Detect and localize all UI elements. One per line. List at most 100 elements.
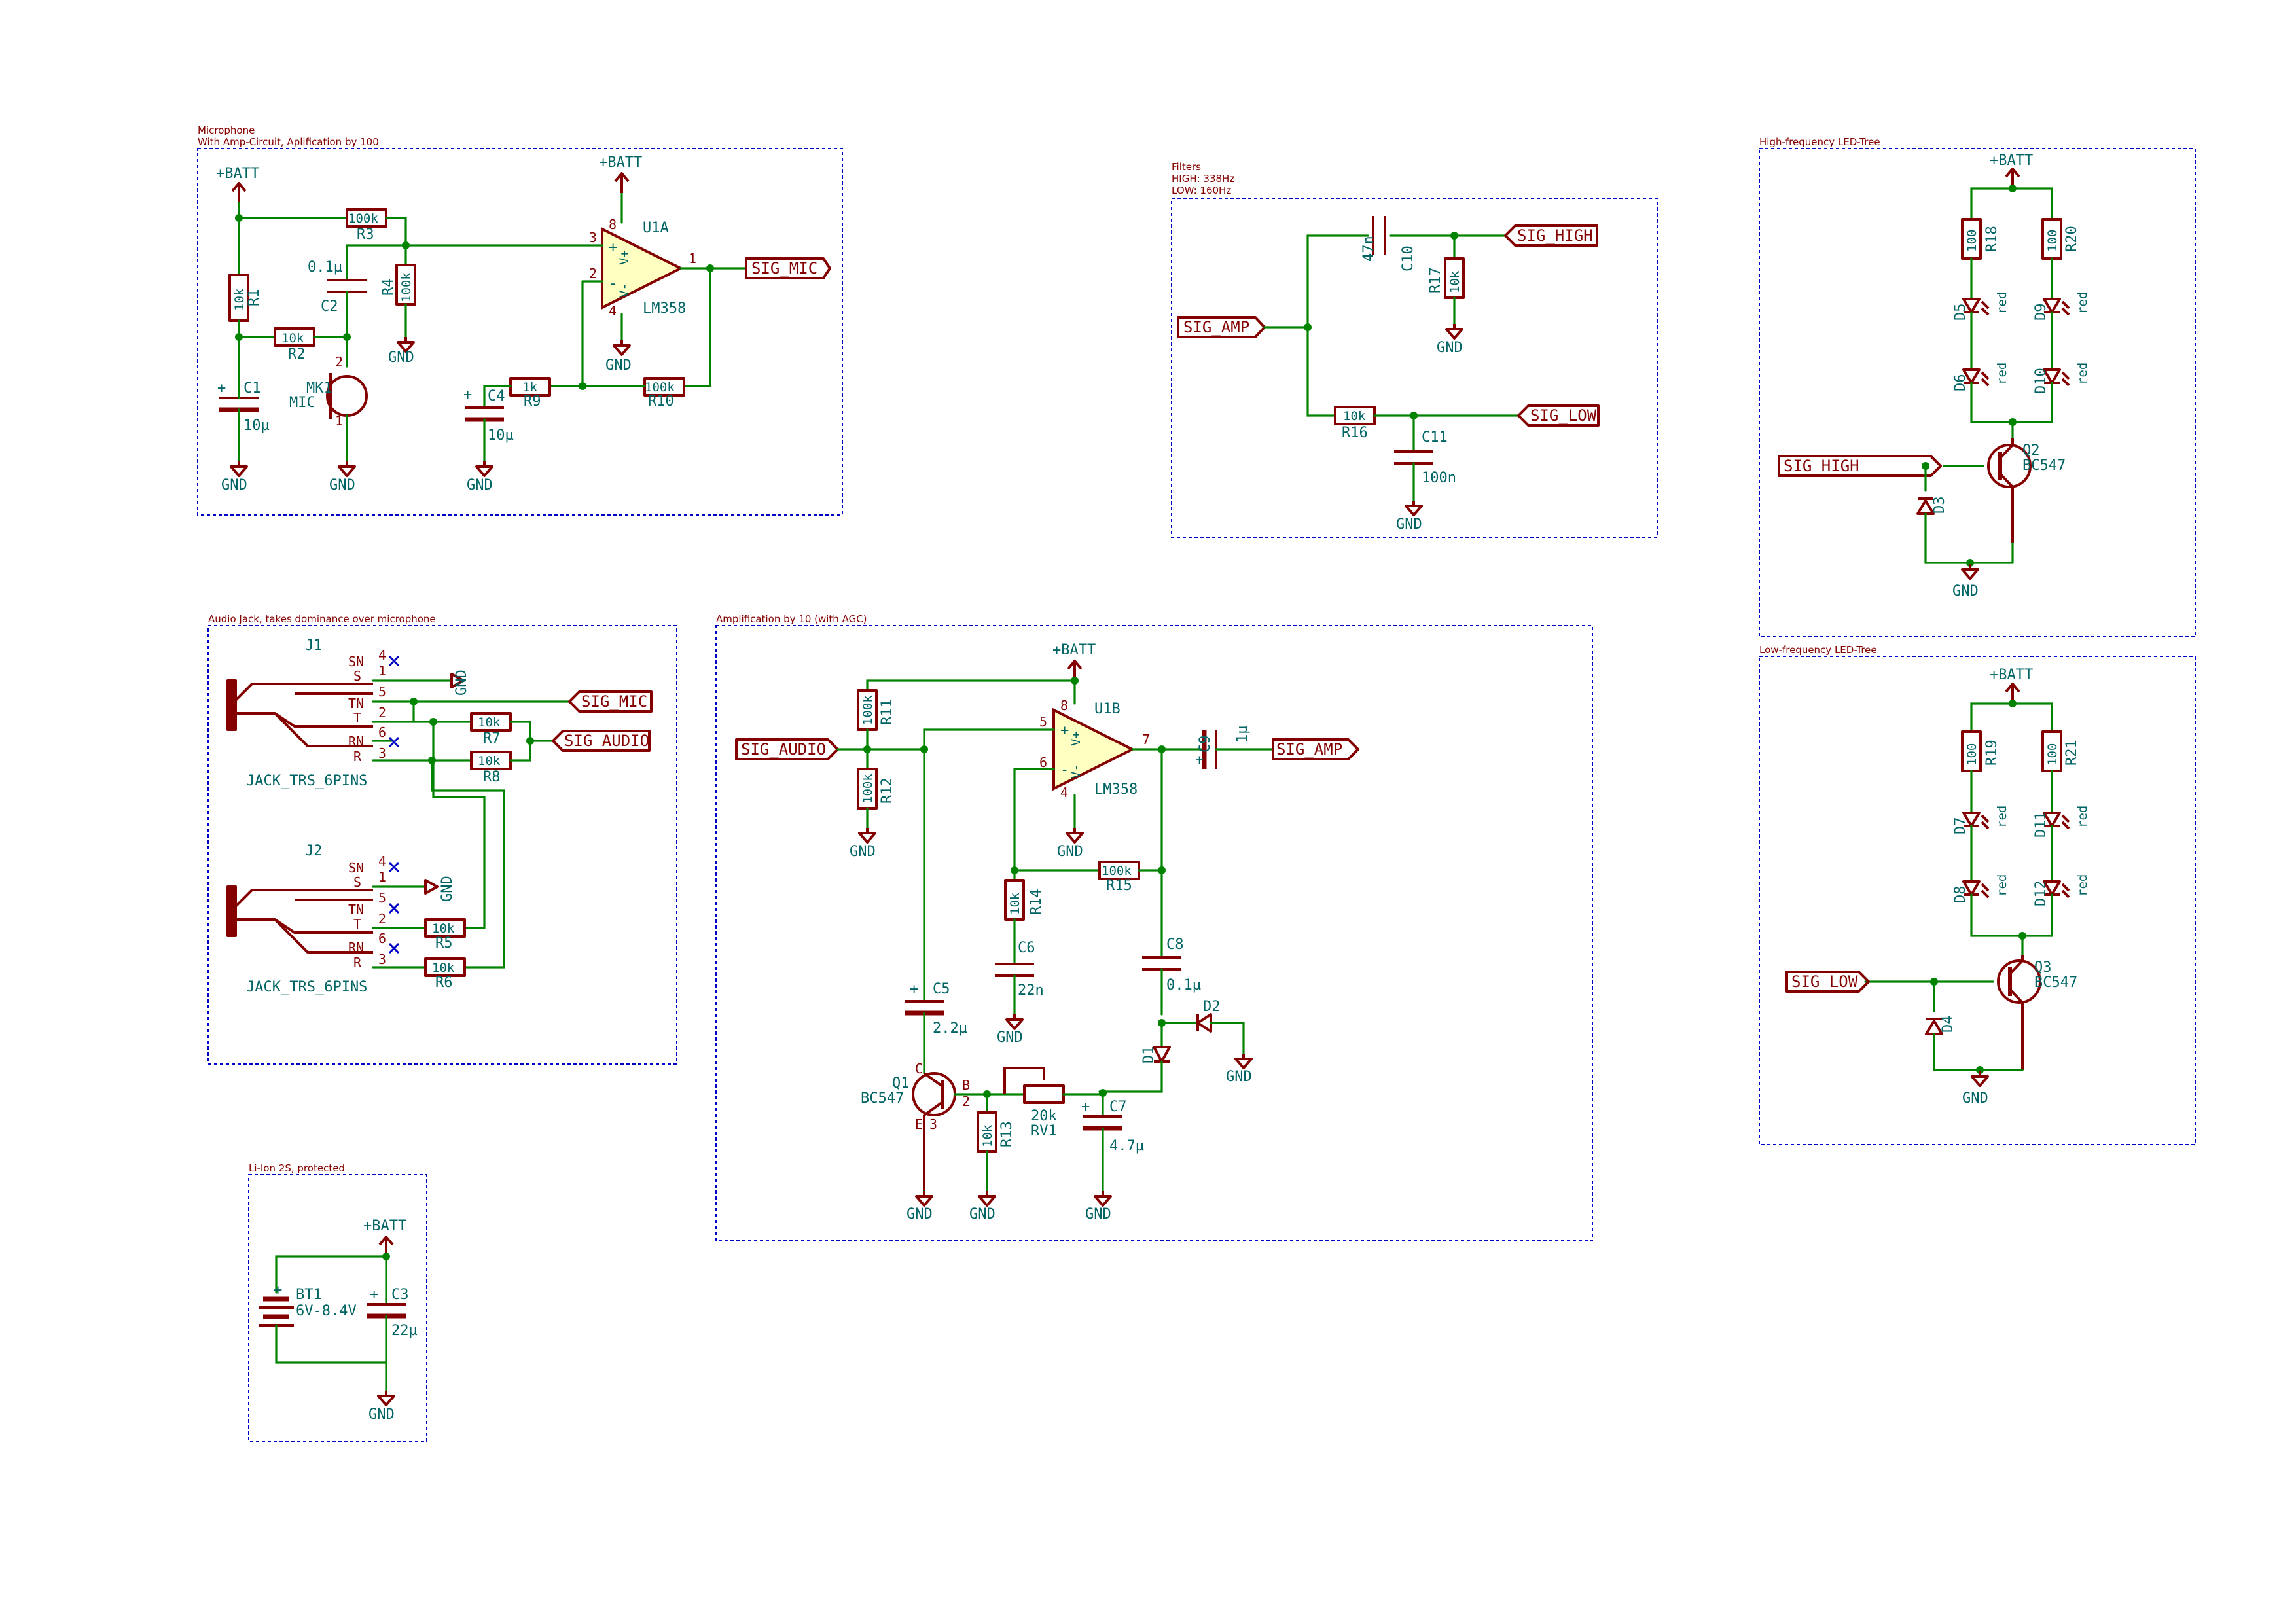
- svg-text:GND: GND: [439, 876, 456, 902]
- battery-BT1: [259, 1296, 294, 1327]
- svg-text:1: 1: [689, 251, 696, 266]
- svg-text:2: 2: [589, 266, 597, 281]
- ref-R20: R20: [2064, 226, 2080, 252]
- svg-text:D11: D11: [2033, 812, 2049, 838]
- svg-text:6: 6: [1039, 755, 1047, 770]
- jack-J2: [226, 885, 237, 937]
- svg-text:5: 5: [1039, 714, 1047, 730]
- filters-section: SIG_AMP 47n C10 SIG_HIGH 10k R17 GND 10k…: [1177, 216, 1600, 533]
- value-U1A: LM358: [643, 300, 686, 317]
- svg-text:10k: 10k: [432, 921, 455, 936]
- svg-text:GND: GND: [454, 669, 470, 696]
- ref-R18: R18: [1984, 226, 2000, 252]
- ref-C11: C11: [1422, 429, 1448, 446]
- svg-text:10k: 10k: [1448, 270, 1462, 293]
- value-C2: 0.1µ: [308, 259, 342, 276]
- svg-text:3: 3: [378, 745, 386, 761]
- svg-text:SN: SN: [348, 860, 364, 876]
- svg-text:4: 4: [378, 853, 386, 869]
- ref-Q3: Q3: [2034, 959, 2052, 976]
- svg-text:S: S: [353, 668, 361, 684]
- ref-C9: C9: [1197, 736, 1213, 753]
- svg-text:6: 6: [378, 931, 386, 946]
- svg-text:red: red: [1995, 363, 2009, 385]
- svg-text:RN: RN: [348, 734, 364, 749]
- svg-text:D5: D5: [1952, 304, 1969, 321]
- svg-text:SIG_AUDIO: SIG_AUDIO: [741, 740, 826, 758]
- ref-Q2: Q2: [2022, 442, 2040, 459]
- svg-text:+: +: [463, 387, 472, 403]
- svg-text:+BATT: +BATT: [599, 154, 642, 171]
- ref-J2: J2: [305, 843, 323, 859]
- svg-text:+BATT: +BATT: [1990, 152, 2033, 169]
- value-C10: 47n: [1361, 236, 1377, 262]
- ref-C7: C7: [1109, 1099, 1127, 1115]
- global-label-sig-high-in: [1778, 455, 1942, 477]
- svg-text:D6: D6: [1952, 374, 1969, 392]
- svg-text:8: 8: [609, 217, 617, 232]
- ref-R14: R14: [1028, 889, 1045, 915]
- svg-text:100k: 100k: [861, 774, 875, 804]
- svg-text:D9: D9: [2033, 304, 2049, 321]
- svg-text:+: +: [910, 981, 918, 997]
- svg-text:R: R: [353, 749, 362, 764]
- ref-C8: C8: [1166, 936, 1184, 953]
- svg-text:SIG_HIGH: SIG_HIGH: [1517, 226, 1593, 245]
- subtitle-mic: With Amp-Circuit, Aplification by 100: [198, 136, 379, 148]
- global-label-sig-low-out: [1517, 404, 1600, 427]
- svg-text:4: 4: [609, 303, 617, 319]
- svg-text:8: 8: [1060, 698, 1068, 713]
- svg-text:10k: 10k: [281, 331, 304, 346]
- subtitle-filters-low: LOW: 160Hz: [1172, 185, 1231, 196]
- ref-D1: D1: [1141, 1046, 1157, 1064]
- ref-C4: C4: [488, 388, 505, 404]
- global-label-sig-low-in: [1785, 971, 1870, 993]
- ref-R15: R15: [1106, 878, 1132, 894]
- value-C3: 22µ: [391, 1323, 418, 1339]
- svg-text:B: B: [962, 1077, 970, 1093]
- global-label-sig-audio-in: [735, 738, 839, 760]
- ref-J1: J1: [305, 637, 323, 654]
- svg-text:T: T: [353, 710, 361, 726]
- svg-text:GND: GND: [1437, 340, 1463, 356]
- value-C4: 10µ: [488, 427, 514, 444]
- svg-text:SIG_AMP: SIG_AMP: [1183, 318, 1249, 336]
- value-C1: 10µ: [243, 418, 270, 434]
- svg-text:red: red: [1995, 292, 2009, 314]
- value-C7: 4.7µ: [1109, 1138, 1144, 1154]
- svg-text:V-: V-: [1069, 764, 1083, 779]
- amp10-section: +BATT 100k R11 SIG_AUDIO 100k R12 GND 5 …: [735, 642, 1359, 1222]
- svg-text:5: 5: [378, 684, 386, 700]
- svg-text:100: 100: [1965, 230, 1979, 252]
- svg-text:BC547: BC547: [2034, 974, 2077, 991]
- svg-text:SIG_MIC: SIG_MIC: [751, 259, 817, 277]
- ref-R6: R6: [435, 974, 453, 991]
- svg-text:6: 6: [378, 724, 386, 740]
- J2-pin-numbers: 4 1 5 2 6 3: [378, 853, 386, 967]
- ref-C1: C1: [243, 380, 261, 397]
- microphone-MK1: [326, 375, 368, 417]
- svg-text:D10: D10: [2033, 368, 2049, 394]
- svg-text:1: 1: [335, 413, 343, 429]
- svg-text:10k: 10k: [432, 961, 455, 975]
- svg-text:5: 5: [378, 890, 386, 906]
- svg-text:+: +: [370, 1287, 378, 1303]
- svg-text:GND: GND: [329, 477, 355, 493]
- ref-D4: D4: [1940, 1016, 1956, 1033]
- global-label-sig-amp-in: [1177, 316, 1266, 338]
- svg-text:+: +: [1060, 722, 1069, 739]
- global-label-sig-mic-jack: [568, 690, 653, 713]
- value-BT1: 6V-8.4V: [296, 1303, 357, 1319]
- ref-R17: R17: [1427, 267, 1444, 293]
- svg-text:SN: SN: [348, 654, 364, 669]
- global-label-sig-high-out: [1504, 224, 1598, 247]
- svg-text:-: -: [609, 276, 617, 292]
- svg-text:GND: GND: [1396, 516, 1422, 533]
- svg-text:BC547: BC547: [2022, 457, 2066, 474]
- svg-text:2: 2: [335, 354, 343, 370]
- svg-text:V+: V+: [1069, 731, 1083, 746]
- svg-text:1: 1: [378, 869, 386, 885]
- svg-text:+: +: [1081, 1099, 1090, 1115]
- svg-text:GND: GND: [850, 844, 876, 860]
- svg-text:GND: GND: [1085, 1206, 1111, 1222]
